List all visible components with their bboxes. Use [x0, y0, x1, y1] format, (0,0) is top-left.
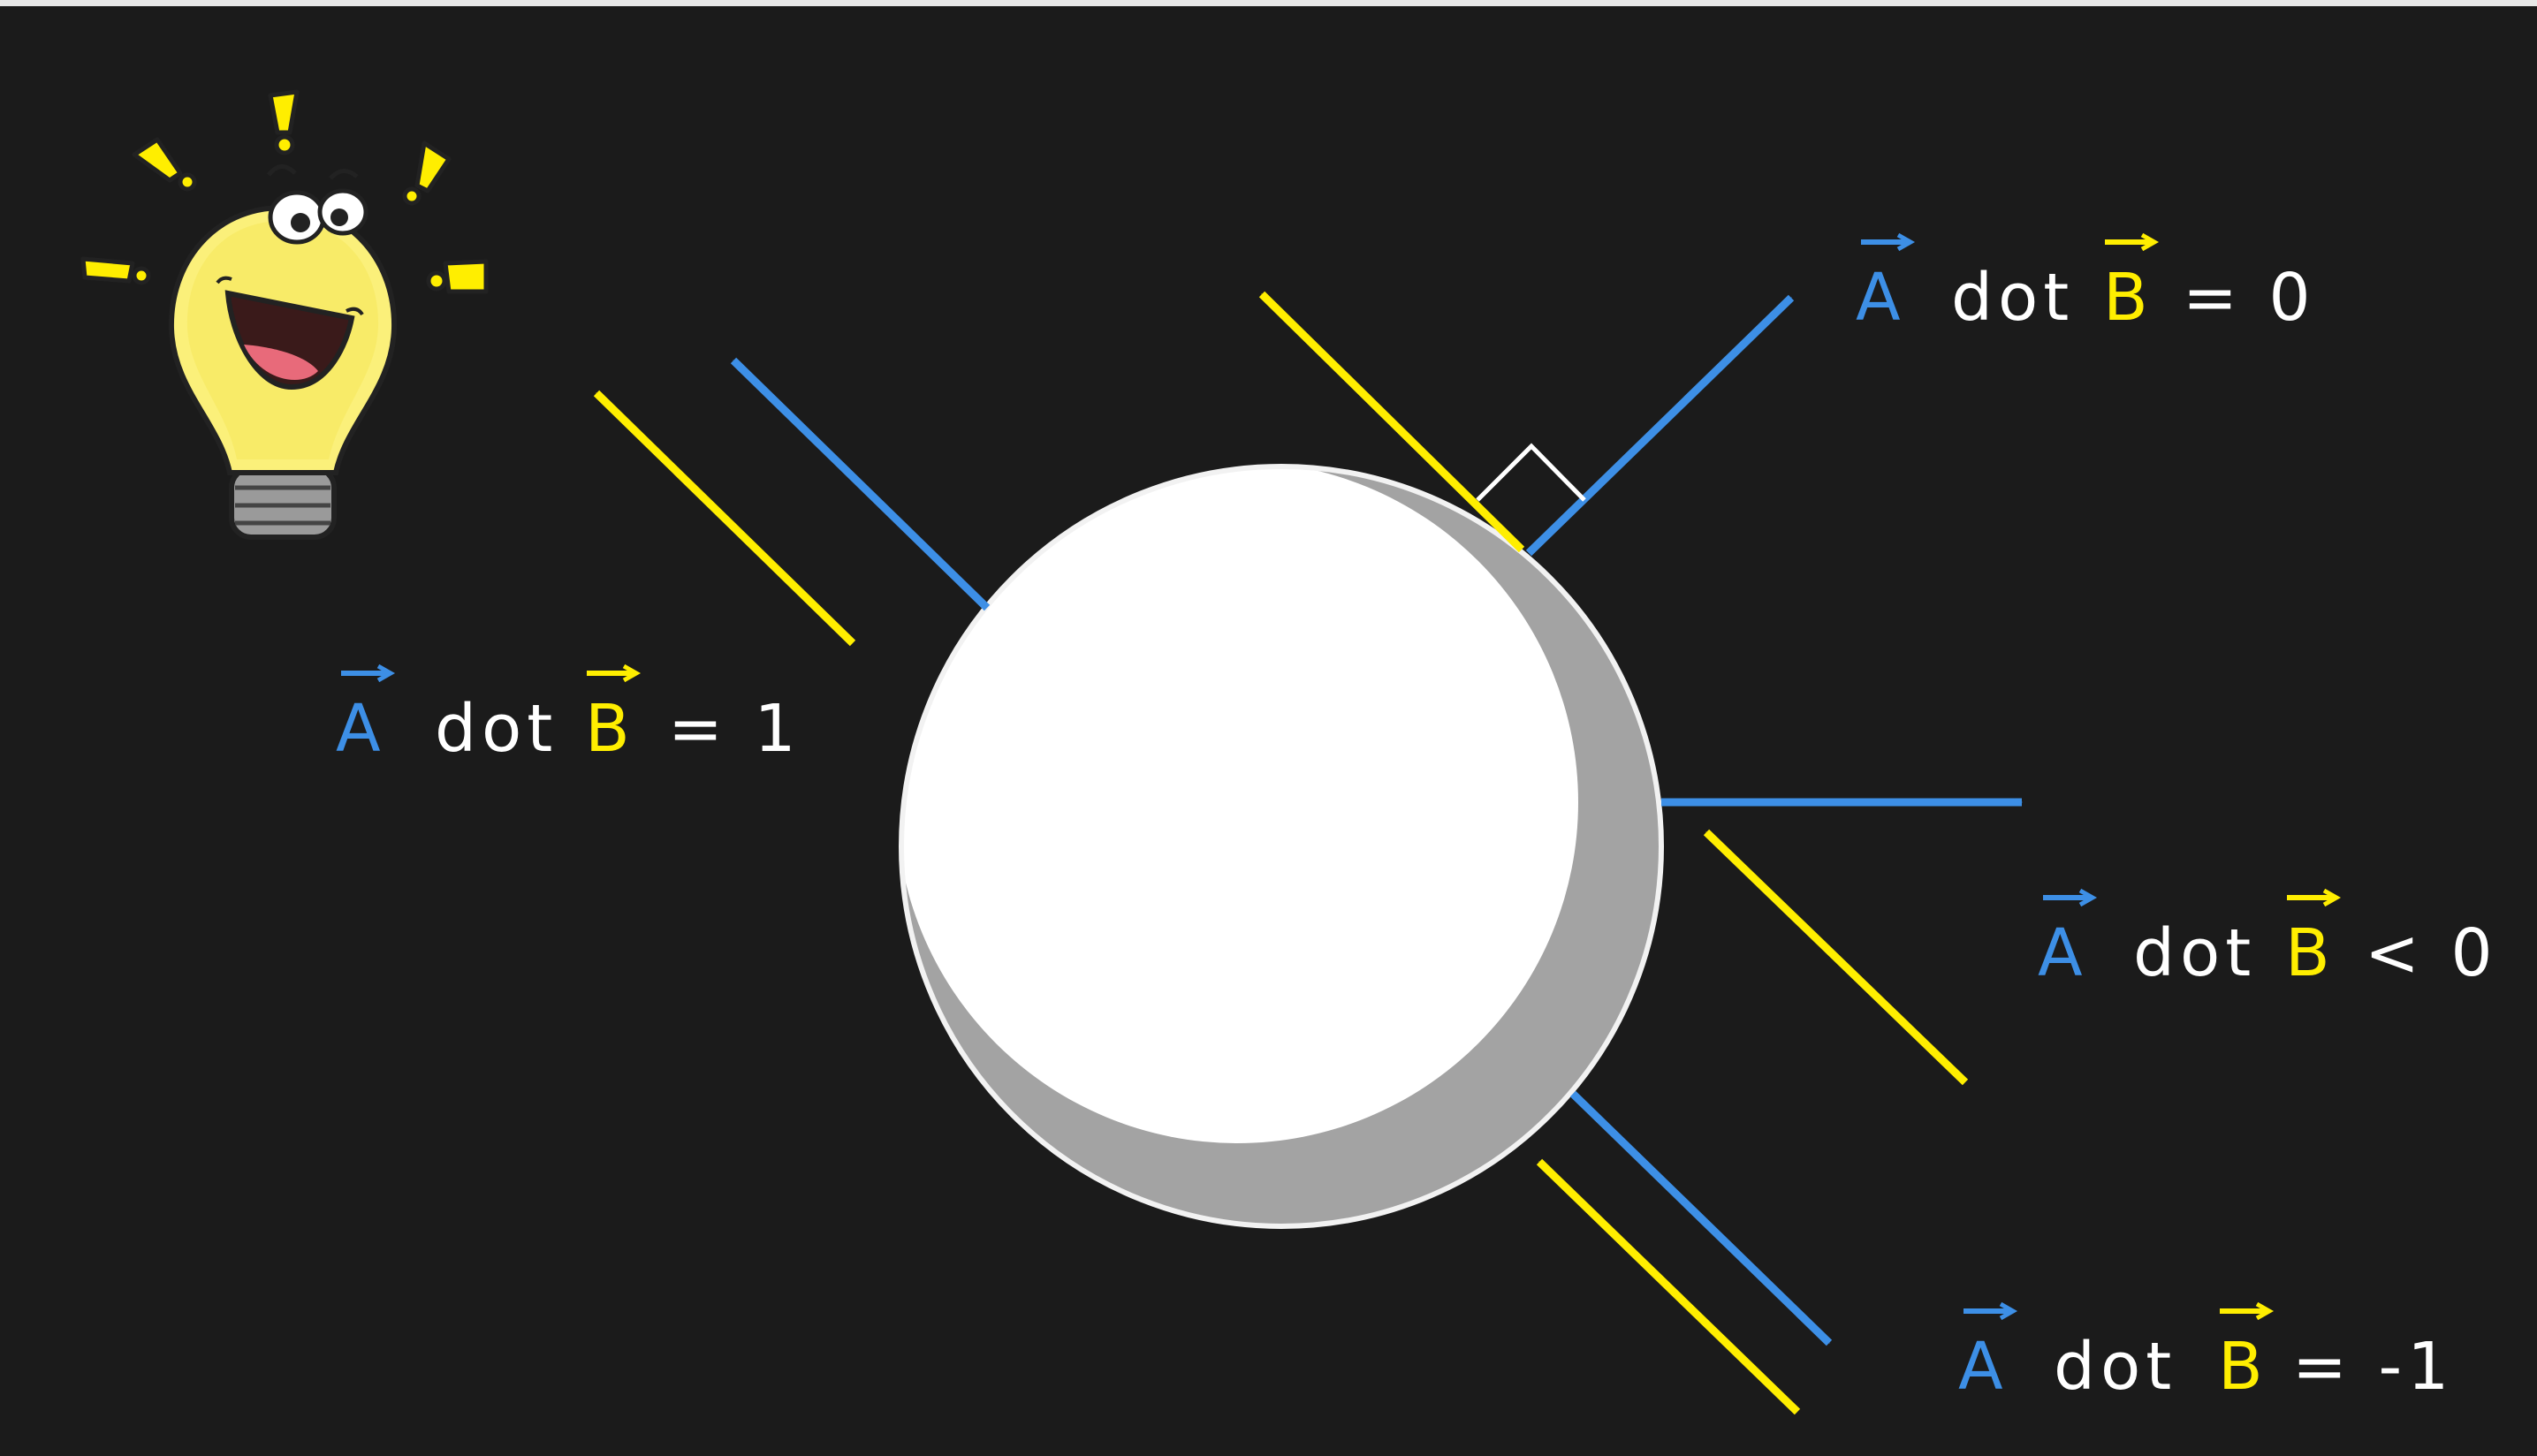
vector-b-symbol: B: [2103, 260, 2148, 336]
dot-word: dot: [2054, 1329, 2176, 1405]
sphere-outline: [899, 464, 1664, 1229]
vector-a-symbol: A: [336, 691, 381, 767]
light-vector-b: [1536, 1158, 1801, 1415]
vector-b-symbol: B: [2285, 915, 2330, 991]
light-vector-b: [593, 390, 856, 647]
relation-text: = 1: [668, 691, 801, 767]
vector-pair-obtuse: [1661, 798, 2023, 1086]
label-obtuse: A dot B < 0: [2038, 888, 2498, 991]
vector-a-symbol: A: [2038, 915, 2083, 991]
label-opposite: A dot B = -1: [1958, 1301, 2454, 1405]
sphere-lit-area: [901, 466, 1578, 1143]
dot-word: dot: [435, 691, 558, 767]
vector-b-symbol: B: [2218, 1329, 2263, 1405]
relation-text: < 0: [2365, 915, 2498, 991]
label-parallel: A dot B = 1: [336, 664, 801, 767]
vector-pair-opposite: [1536, 1090, 1833, 1415]
vector-a-symbol: A: [1958, 1329, 2003, 1405]
top-border-line: [0, 0, 2537, 6]
label-perpendicular: A dot B = 0: [1856, 232, 2316, 336]
dot-word: dot: [2133, 915, 2256, 991]
light-vector-b: [1703, 829, 1969, 1086]
vector-pair-parallel: [593, 357, 991, 647]
vector-a-symbol: A: [1856, 260, 1901, 336]
normal-vector-a: [1569, 1090, 1833, 1346]
sphere: [899, 464, 1664, 1229]
right-angle-marker: [1476, 443, 1586, 502]
vector-pair-perpendicular: [1258, 291, 1795, 557]
normal-vector-a: [1525, 294, 1795, 557]
lightbulb-idea-icon: [80, 89, 489, 540]
normal-vector-a: [730, 357, 991, 611]
relation-text: = -1: [2292, 1329, 2454, 1405]
vector-b-symbol: B: [585, 691, 630, 767]
dot-word: dot: [1951, 260, 2074, 336]
light-vector-b: [1258, 291, 1525, 553]
relation-text: = 0: [2183, 260, 2316, 336]
